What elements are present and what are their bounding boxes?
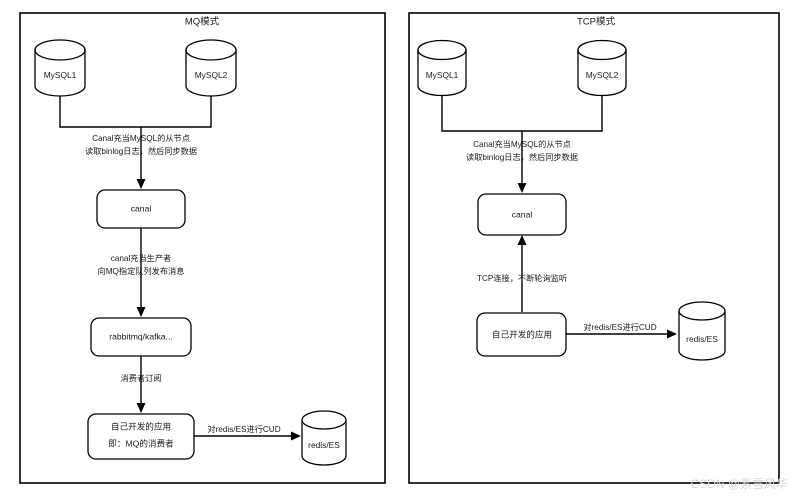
tcp-edge-label-binlog-line1: Canal充当MySQL的从节点 — [473, 139, 571, 149]
mq-edge-label-producer-line2: 向MQ指定队列发布消息 — [98, 266, 185, 276]
mq-mysql-to-canal-edge — [59, 96, 212, 189]
arrow-head-icon — [667, 329, 677, 339]
mq-edge-label-cud: 对redis/ES进行CUD — [207, 424, 280, 434]
tcp-redis-node: redis/ES — [678, 301, 726, 361]
mq-mysql1-label: MySQL1 — [44, 70, 77, 80]
mq-edge-label-producer-line1: canal充当生产者 — [111, 253, 172, 263]
arrow-head-icon — [517, 235, 527, 245]
mq-edge-label-binlog-line2: 读取binlog日志，然后同步数据 — [85, 146, 197, 156]
arrow-head-icon — [291, 431, 301, 441]
arrow-head-icon — [136, 403, 146, 413]
tcp-edge-label-tcp-poll: TCP连接，不断轮询监听 — [477, 273, 567, 283]
watermark-label: CSDN @素雪风华 — [690, 477, 788, 491]
mq-edge-label-binlog-line1: Canal充当MySQL的从节点 — [92, 133, 190, 143]
arrow-head-icon — [136, 179, 146, 189]
tcp-redis-label: redis/ES — [686, 334, 718, 344]
mq-broker-label: rabbitmq/kafka... — [109, 331, 173, 341]
tcp-edge-label-cud: 对redis/ES进行CUD — [583, 322, 656, 332]
mq-mysql1-node: MySQL1 — [34, 39, 86, 97]
mq-app-to-redis-edge — [194, 431, 301, 441]
mq-canal-label: canal — [131, 203, 152, 213]
arrow-head-icon — [136, 307, 146, 317]
mq-panel-title: MQ模式 — [185, 16, 220, 28]
arrow-head-icon — [517, 183, 527, 193]
tcp-app-to-canal-edge — [517, 235, 527, 312]
tcp-mysql2-node: MySQL2 — [577, 39, 627, 97]
mq-app-label-line2: 即：MQ的消费者 — [108, 437, 174, 448]
mq-redis-label: redis/ES — [308, 440, 340, 450]
tcp-edge-label-binlog-line2: 读取binlog日志，然后同步数据 — [466, 152, 578, 162]
tcp-mysql1-node: MySQL1 — [417, 39, 467, 97]
tcp-panel-title: TCP模式 — [577, 16, 616, 28]
mq-canal-node: canal — [96, 189, 186, 229]
tcp-canal-label: canal — [512, 209, 533, 219]
mq-mysql2-node: MySQL2 — [185, 39, 237, 97]
mq-mysql2-label: MySQL2 — [195, 70, 228, 80]
mq-edge-label-subscribe: 消费者订阅 — [121, 373, 162, 383]
tcp-mysql1-label: MySQL1 — [426, 70, 459, 80]
tcp-app-node: 自己开发的应用 — [476, 312, 567, 357]
tcp-app-to-redis-edge — [566, 329, 677, 339]
tcp-mysql-to-canal-edge — [441, 96, 603, 193]
mq-app-node: 自己开发的应用 即：MQ的消费者 — [87, 413, 195, 460]
mq-redis-node: redis/ES — [301, 410, 347, 466]
mq-broker-node: rabbitmq/kafka... — [90, 317, 192, 357]
tcp-app-label: 自己开发的应用 — [492, 328, 552, 339]
mq-broker-to-app-edge — [136, 356, 146, 413]
mq-app-label-line1: 自己开发的应用 — [111, 420, 171, 431]
mq-canal-to-mq-edge — [136, 228, 146, 317]
tcp-canal-node: canal — [477, 193, 567, 236]
tcp-mysql2-label: MySQL2 — [586, 70, 619, 80]
